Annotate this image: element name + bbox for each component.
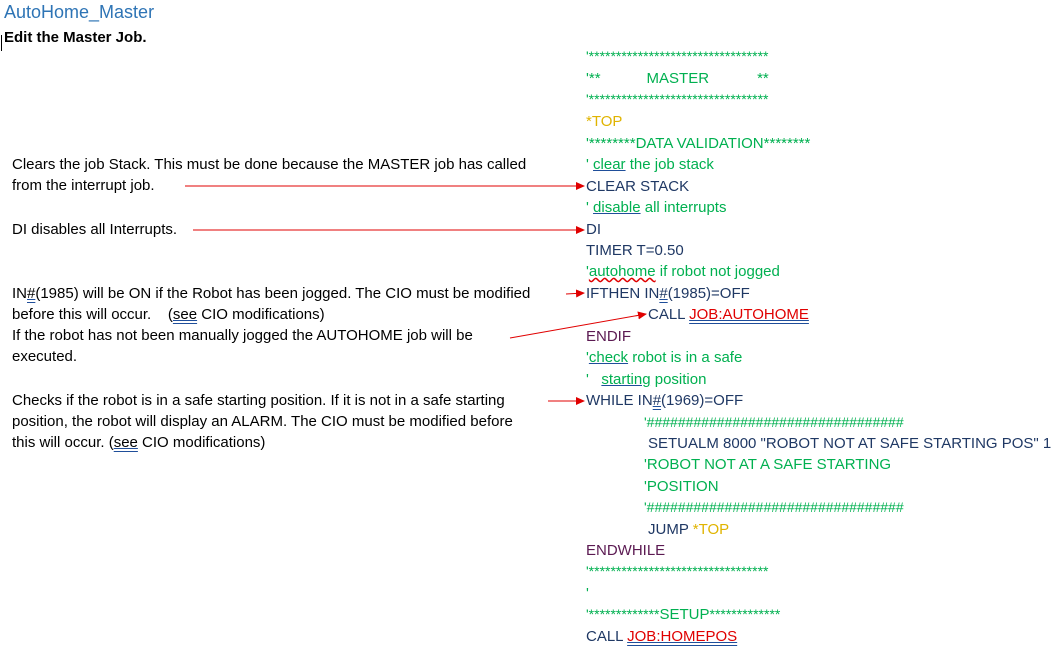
code-segment: if robot not jogged — [655, 263, 780, 280]
code-segment: CALL — [648, 306, 690, 323]
code-line: IFTHEN IN#(1985)=OFF — [586, 283, 750, 304]
code-segment: '** — [586, 70, 601, 87]
code-segment: robot is in a safe — [628, 349, 743, 366]
note-text-segment: IN — [12, 285, 27, 302]
code-segment: ' — [586, 349, 589, 366]
code-line: ENDIF — [586, 328, 631, 345]
code-segment: WHILE IN — [586, 392, 653, 409]
code-segment: JUMP — [648, 521, 693, 538]
code-line: TIMER T=0.50 — [586, 242, 684, 259]
note-text-segment: CIO modifications) — [197, 306, 325, 323]
code-segment: position — [650, 371, 707, 388]
note-jogged-line4: executed. — [12, 348, 78, 365]
code-segment: (1969)=OFF — [661, 392, 744, 409]
page-subtitle: Edit the Master Job. — [4, 29, 147, 46]
code-segment: JOB:HOMEPOS — [627, 628, 738, 645]
code-segment: SETUP — [659, 606, 710, 623]
code-line: '********************************* — [586, 91, 769, 107]
code-line: 'ROBOT NOT AT A SAFE STARTING — [644, 456, 892, 473]
code-segment: # — [659, 285, 668, 302]
note-jogged-line2: before this will occur. (see CIO modific… — [12, 305, 325, 325]
code-segment: ' — [586, 156, 594, 173]
code-segment: IFTHEN IN — [586, 285, 660, 302]
code-line: JUMP *TOP — [648, 519, 729, 540]
text-cursor — [1, 35, 2, 51]
code-line: '################################# — [644, 414, 904, 430]
code-line: DI — [586, 221, 601, 238]
code-line: SETUALM 8000 "ROBOT NOT AT SAFE STARTING… — [648, 435, 1052, 452]
code-line: CALL JOB:AUTOHOME — [648, 304, 809, 325]
code-line: 'POSITION — [644, 478, 719, 495]
code-label-top: *TOP — [586, 113, 623, 130]
note-text-segment: before this will occur. ( — [12, 306, 173, 323]
note-clear-stack-line2: from the interrupt job. — [12, 177, 155, 194]
note-clear-stack-line1: Clears the job Stack. This must be done … — [12, 156, 527, 173]
code-line: '********DATA VALIDATION******** — [586, 135, 811, 152]
code-segment: # — [652, 392, 662, 409]
code-segment: CALL — [586, 628, 628, 645]
code-line: ' disable all interrupts — [586, 197, 726, 218]
code-line: '********************************* — [586, 563, 769, 579]
note-text-segment: this will occur. ( — [12, 434, 114, 451]
code-line: CALL JOB:HOMEPOS — [586, 626, 737, 647]
code-line: 'autohome if robot not jogged — [586, 261, 780, 282]
code-line: ' clear the job stack — [586, 154, 714, 175]
code-line: '*************SETUP************* — [586, 604, 780, 625]
code-line: '** MASTER ** — [586, 68, 769, 89]
code-line: WHILE IN#(1969)=OFF — [586, 390, 743, 411]
note-safe-pos-line2: position, the robot will display an ALAR… — [12, 413, 513, 430]
code-segment: MASTER — [646, 70, 710, 87]
code-segment: JOB:AUTOHOME — [689, 306, 809, 323]
note-jogged-line3: If the robot has not been manually jogge… — [12, 327, 473, 344]
note-safe-pos-line1: Checks if the robot is in a safe startin… — [12, 392, 505, 409]
code-segment: all interrupts — [640, 199, 727, 216]
code-line: '********************************* — [586, 48, 769, 64]
code-segment: ' — [586, 199, 594, 216]
code-line: '################################# — [644, 499, 904, 515]
note-text-segment: CIO modifications) — [137, 434, 266, 451]
code-segment: ' — [586, 371, 602, 388]
code-segment: starting — [601, 371, 651, 388]
note-text-segment: # — [27, 285, 36, 302]
note-disable-interrupts: DI disables all Interrupts. — [12, 221, 178, 238]
code-segment: clear — [593, 156, 626, 173]
note-text-segment: see — [113, 434, 138, 451]
page-title: AutoHome_Master — [4, 2, 155, 22]
code-line: ' starting position — [586, 369, 706, 390]
code-segment: *TOP — [692, 521, 730, 538]
note-safe-pos-line3: this will occur. (see CIO modifications) — [12, 433, 265, 453]
note-text-segment: (1985) will be ON if the Robot has been … — [35, 285, 531, 302]
code-segment: '************* — [586, 606, 660, 622]
arrow-jogged-ifthen — [565, 289, 585, 298]
note-text-segment: see — [172, 306, 198, 323]
code-segment: autohome — [588, 263, 656, 280]
code-segment: disable — [593, 199, 641, 216]
code-segment: (1985)=OFF — [667, 285, 750, 302]
code-line: 'check robot is in a safe — [586, 347, 742, 368]
code-segment: check — [588, 349, 629, 366]
code-line: CLEAR STACK — [586, 178, 690, 195]
code-segment: ************* — [709, 606, 781, 622]
note-jogged-line1: IN#(1985) will be ON if the Robot has be… — [12, 284, 530, 304]
code-segment: the job stack — [625, 156, 714, 173]
code-line: ' — [586, 585, 589, 602]
code-segment: ' — [586, 263, 589, 280]
code-segment: ** — [757, 70, 769, 87]
code-line: ENDWHILE — [586, 542, 666, 559]
